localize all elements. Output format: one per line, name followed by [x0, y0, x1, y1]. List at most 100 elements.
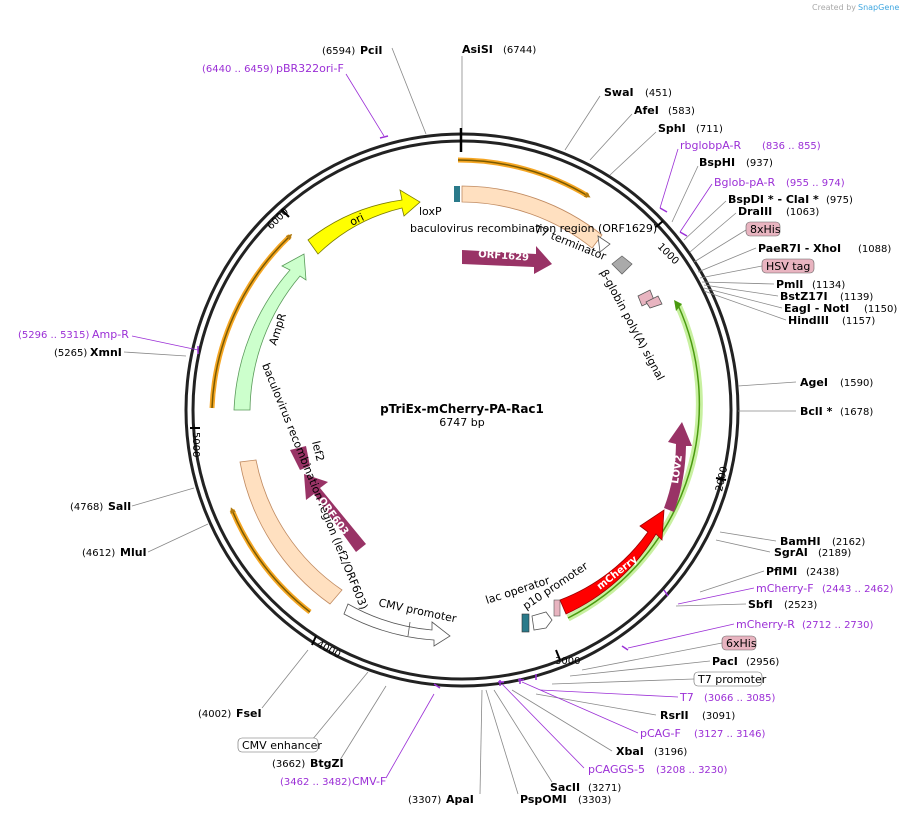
site-sgrai-pos: (2189): [818, 548, 851, 559]
site-pcii-pos: (6594): [322, 46, 355, 57]
primer-amp-r-pos: (5296 .. 5315): [18, 330, 90, 341]
primer-bglob-pa-r: Bglob-pA-R: [714, 176, 776, 189]
xbai-line: [511, 689, 613, 752]
site-afei: AfeI: [634, 104, 659, 117]
site-bamhi-pos: (2162): [832, 537, 865, 548]
site-sbfi: SbfI: [748, 598, 773, 611]
bamhi-line: [719, 531, 777, 542]
fsei-line: [261, 649, 309, 709]
cmv-f-line: [385, 693, 435, 779]
pmli-line: [701, 281, 775, 285]
lef2-label: lef2: [309, 440, 327, 463]
agei-line: [737, 381, 797, 387]
sgrai-line: [715, 539, 771, 553]
site-pflmi: PflMI: [766, 565, 797, 578]
site-fsei-pos: (4002): [198, 709, 231, 720]
primer-pcaggs-5-pos: (3208 .. 3230): [656, 765, 728, 776]
site-sgrai: SgrAI: [774, 546, 808, 559]
pbr-mark: [379, 135, 389, 139]
mcherry-f-line: [677, 587, 755, 605]
pflmi-line: [699, 570, 765, 593]
site-xbai-pos: (3196): [654, 747, 687, 758]
site-pflmi-pos: (2438): [806, 567, 839, 578]
site-mlui: MluI: [120, 546, 147, 559]
ampr-primer-line: [131, 335, 199, 351]
cmv-promoter-label: CMV promoter: [377, 596, 458, 625]
site-pspomi: PspOMI: [520, 793, 567, 806]
site-apai: ApaI: [446, 793, 474, 806]
site-bsphi-pos: (937): [746, 158, 773, 169]
tick-2000: 2000: [714, 465, 730, 492]
site-sphi-pos: (711): [696, 124, 723, 135]
plasmid-name: pTriEx-mCherry-PA-Rac1: [380, 402, 544, 416]
site-paer7i-xhoi-pos: (1088): [858, 244, 891, 255]
site-pspomi-pos: (3303): [578, 795, 611, 806]
site-btgzi: BtgZI: [310, 757, 344, 770]
primer-pbr322ori-f: pBR322ori-F: [276, 62, 344, 75]
site-rsrii-pos: (3091): [702, 711, 735, 722]
boxed-8xhis: 8xHis: [750, 223, 781, 236]
site-sbfi-pos: (2523): [784, 600, 817, 611]
bsphi-line: [671, 165, 699, 223]
pcag-line: [521, 681, 639, 734]
claI-line: [683, 200, 727, 241]
cmv-promoter-arrow: [343, 603, 451, 647]
site-hindiii-pos: (1157): [842, 316, 875, 327]
orf1629-arrow: [462, 246, 552, 274]
primer-rbglobpa-r-pos: (836 .. 855): [762, 141, 821, 152]
bac-region-left: [239, 459, 343, 605]
tick-mark-4000: [311, 635, 317, 646]
left-orange-arc-line: [211, 233, 293, 409]
apai-line: [479, 689, 483, 795]
site-sacii: SacII: [550, 781, 580, 794]
p10-promoter-arrow: [531, 611, 553, 631]
primer-cmv-f: CMV-F: [352, 775, 386, 788]
8xhis-line: [693, 229, 747, 263]
6xhis-box: [721, 635, 757, 651]
mcherry-r-mark: [621, 645, 629, 651]
site-agei-pos: (1590): [840, 378, 873, 389]
sphi-line: [609, 131, 657, 176]
ori-label: ori: [348, 211, 367, 229]
afei-line: [589, 113, 633, 161]
primer-mcherry-f: mCherry-F: [756, 582, 814, 595]
lef2-arrow: [290, 446, 310, 470]
noti-line: [703, 287, 783, 309]
primer-mcherry-f-pos: (2443 .. 2462): [822, 584, 894, 595]
cmv-f-mark: [433, 683, 441, 689]
bottom-left-orange-arc-line: [230, 507, 311, 613]
primer-t7: T7: [679, 691, 694, 704]
site-afei-pos: (583): [668, 106, 695, 117]
site-btgzi-pos: (3662): [272, 759, 305, 770]
sali-line: [131, 487, 195, 507]
site-agei: AgeI: [800, 376, 828, 389]
btgzi-line: [339, 685, 387, 761]
site-draiii-pos: (1063): [786, 207, 819, 218]
bstz17i-line: [703, 284, 779, 297]
tick-3000: 3000: [555, 656, 580, 667]
sbfi-line: [675, 603, 747, 607]
cmv-enhancer-box: [237, 737, 319, 753]
cmv-divider: [407, 621, 411, 637]
primer-bglob-pa-r-pos: (955 .. 974): [786, 178, 845, 189]
loxp-marker: [454, 186, 460, 202]
pcaggs-line: [501, 683, 585, 769]
site-eagi-noti: EagI - NotI: [784, 302, 849, 315]
orf603-arrow: [304, 474, 366, 552]
lov2-label: LOV2: [670, 454, 685, 484]
hsv-tag-feature: [645, 295, 663, 309]
site-bcli-pos: (1678): [840, 407, 873, 418]
bglobin-label: β-globin poly(A) signal: [597, 267, 667, 382]
boxed-cmv-enhancer: CMV enhancer: [242, 739, 322, 752]
primer-pcag-f-pos: (3127 .. 3146): [694, 729, 766, 740]
green-arc-line: [567, 304, 701, 619]
site-bspdi-clai: BspDI * - ClaI *: [728, 193, 819, 206]
tick-mark-3000: [555, 649, 561, 661]
mcherry-r-line: [627, 623, 735, 649]
bglob-mark: [679, 231, 688, 237]
tick-6000: 6000: [265, 206, 291, 232]
site-rsrii: RsrII: [660, 709, 689, 722]
primer-amp-r: Amp-R: [92, 328, 129, 341]
swai-line: [564, 95, 601, 151]
hindiii-line: [703, 290, 787, 321]
